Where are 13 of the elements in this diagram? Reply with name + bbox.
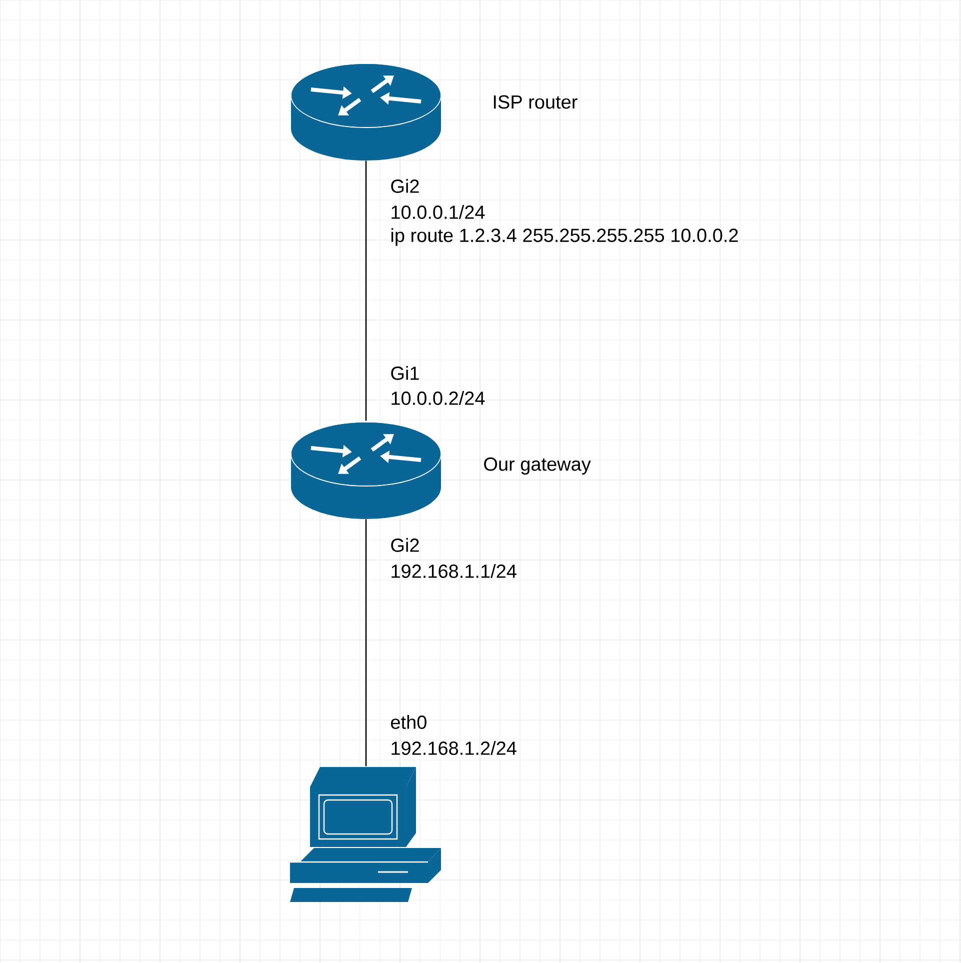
interface-label: Gi2 (391, 538, 419, 552)
interface-label: Gi2 (391, 179, 419, 193)
connection-line (365, 160, 367, 421)
router-drawing (290, 422, 442, 519)
interface-label: Gi1 (391, 366, 419, 380)
interface-label: 192.168.1.1/24 (392, 564, 516, 578)
device-label: ISP router (494, 95, 578, 109)
connection-line (365, 519, 367, 766)
interface-label: 192.168.1.2/24 (392, 741, 516, 755)
computer-drawing (290, 767, 441, 902)
router-drawing (290, 63, 442, 160)
device-label: Our gateway (484, 457, 591, 475)
interface-label: ip route 1.2.3.4 255.255.255.255 10.0.0.2 (391, 228, 738, 246)
